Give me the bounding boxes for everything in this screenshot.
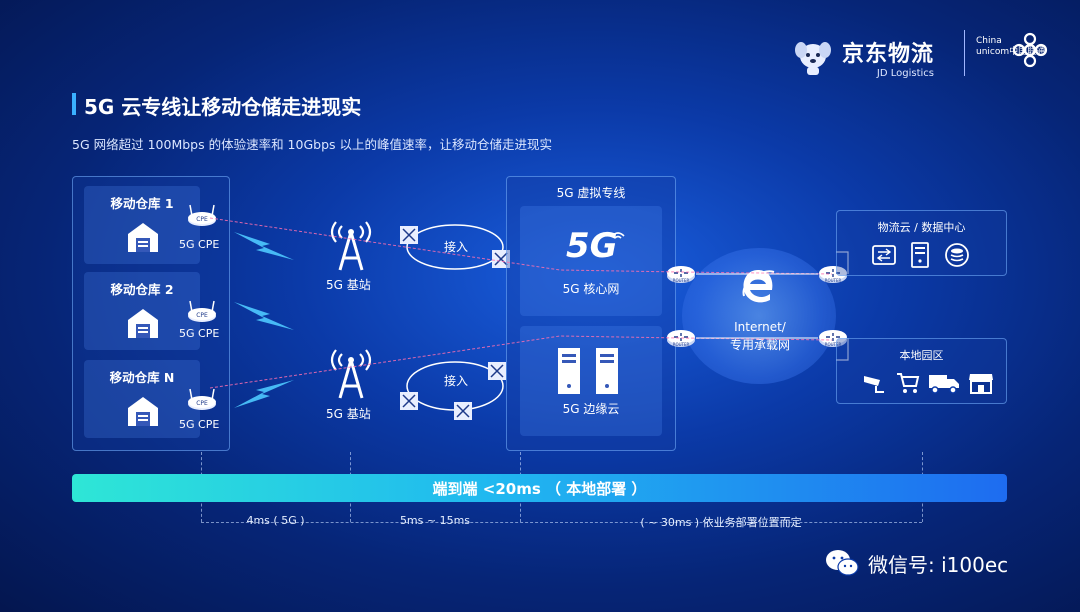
jd-logo-cn: 京东物流 bbox=[842, 42, 935, 67]
access-loop-1 bbox=[400, 224, 510, 270]
local-park-panel: 本地园区 bbox=[836, 338, 1007, 404]
jd-logo-en: JD Logistics bbox=[876, 68, 935, 79]
virtual-line-panel bbox=[506, 176, 676, 451]
title-accent-bar bbox=[72, 93, 76, 115]
server-icon bbox=[558, 348, 618, 394]
database-icon bbox=[945, 243, 969, 267]
router-2-tag: ROUTER bbox=[673, 342, 690, 347]
base-station-2-icon bbox=[330, 349, 372, 399]
edge-cloud-box bbox=[520, 326, 662, 436]
warehouse-1-label: 移动仓库 1 bbox=[110, 196, 174, 211]
cpe-2-tag: CPE bbox=[196, 312, 208, 319]
wechat-icon bbox=[826, 550, 859, 576]
wireless-bolt-2-icon bbox=[234, 302, 294, 330]
jd-dog-icon bbox=[795, 41, 831, 75]
internet-label-line2: 专用承载网 bbox=[729, 338, 790, 352]
wireless-bolt-1-icon bbox=[234, 232, 294, 260]
access-1-label: 接入 bbox=[444, 240, 469, 254]
warehouse-2-label: 移动仓库 2 bbox=[110, 282, 174, 297]
page-title: 5G 云专线让移动仓储走进现实 bbox=[84, 95, 362, 119]
cpe-1-label: 5G CPE bbox=[179, 238, 220, 251]
cpe-n-label: 5G CPE bbox=[179, 418, 220, 431]
router-3-icon: ROUTER bbox=[819, 266, 847, 283]
truck-icon bbox=[929, 375, 959, 394]
unicom-knot-icon bbox=[1012, 32, 1048, 68]
signal-icon bbox=[611, 232, 625, 239]
latency-seg-3: ( ~ 30ms ) 依业务部署位置而定 bbox=[640, 516, 802, 529]
logo-divider bbox=[964, 30, 965, 76]
china-unicom-logo: China unicom中国联通 bbox=[976, 36, 1045, 58]
local-park-title: 本地园区 bbox=[899, 349, 944, 362]
internet-explorer-icon bbox=[742, 270, 775, 303]
cpe-n-icon: CPE bbox=[188, 388, 216, 410]
server-rack-icon bbox=[911, 242, 929, 268]
cpe-1-icon: CPE bbox=[188, 204, 216, 226]
router-1-tag: ROUTER bbox=[673, 278, 690, 283]
router-4-tag: ROUTER bbox=[825, 342, 842, 347]
wechat-watermark: 微信号: i100ec bbox=[824, 548, 1008, 578]
shopping-cart-icon bbox=[897, 373, 920, 393]
cpe-1-tag: CPE bbox=[196, 216, 208, 223]
wechat-id: 微信号: i100ec bbox=[868, 552, 1009, 577]
core-network-label: 5G 核心网 bbox=[562, 282, 620, 296]
guide-baseline bbox=[201, 522, 922, 523]
internet-label-line1: Internet/ bbox=[734, 320, 786, 334]
virtual-line-title: 5G 虚拟专线 bbox=[556, 186, 626, 200]
warehouse-1-icon bbox=[128, 223, 158, 252]
edge-cloud-label: 5G 边缘云 bbox=[562, 402, 620, 416]
warehouse-2-icon bbox=[128, 309, 158, 338]
warehouse-n-icon bbox=[128, 397, 158, 426]
base-station-2-label: 5G 基站 bbox=[326, 407, 371, 421]
access-2-label: 接入 bbox=[444, 374, 469, 388]
logistics-cloud-title: 物流云 / 数据中心 bbox=[877, 221, 966, 234]
router-2-icon: ROUTER bbox=[667, 330, 695, 347]
router-4-icon: ROUTER bbox=[819, 330, 847, 347]
latency-bar: 端到端 <20ms （ 本地部署 ） bbox=[72, 474, 1007, 502]
page-subtitle: 5G 网络超过 100Mbps 的体验速率和 10Gbps 以上的峰值速率，让移… bbox=[72, 137, 553, 152]
base-station-1-label: 5G 基站 bbox=[326, 278, 371, 292]
wireless-bolt-n-icon bbox=[234, 380, 294, 408]
5g-logo: 5G bbox=[566, 226, 618, 266]
access-loop-2 bbox=[400, 361, 506, 420]
latency-seg-1: 4ms ( 5G ) bbox=[246, 514, 305, 527]
core-network-box bbox=[520, 206, 662, 316]
camera-icon bbox=[864, 376, 884, 393]
router-3-tag: ROUTER bbox=[825, 278, 842, 283]
warehouse-n-label: 移动仓库 N bbox=[109, 370, 175, 385]
switch-icon bbox=[872, 245, 896, 265]
latency-seg-2: 5ms ~ 15ms bbox=[399, 514, 471, 527]
unicom-logo-line1: China bbox=[976, 36, 1002, 46]
unicom-logo-line2: unicom中国联通 bbox=[976, 47, 1046, 57]
store-icon bbox=[969, 374, 993, 394]
jd-logistics-logo: 京东物流 JD Logistics bbox=[792, 36, 934, 79]
latency-bar-label: 端到端 <20ms （ 本地部署 ） bbox=[432, 479, 647, 498]
cpe-2-label: 5G CPE bbox=[179, 327, 220, 340]
cpe-n-tag: CPE bbox=[196, 400, 208, 407]
cpe-2-icon: CPE bbox=[188, 300, 216, 322]
